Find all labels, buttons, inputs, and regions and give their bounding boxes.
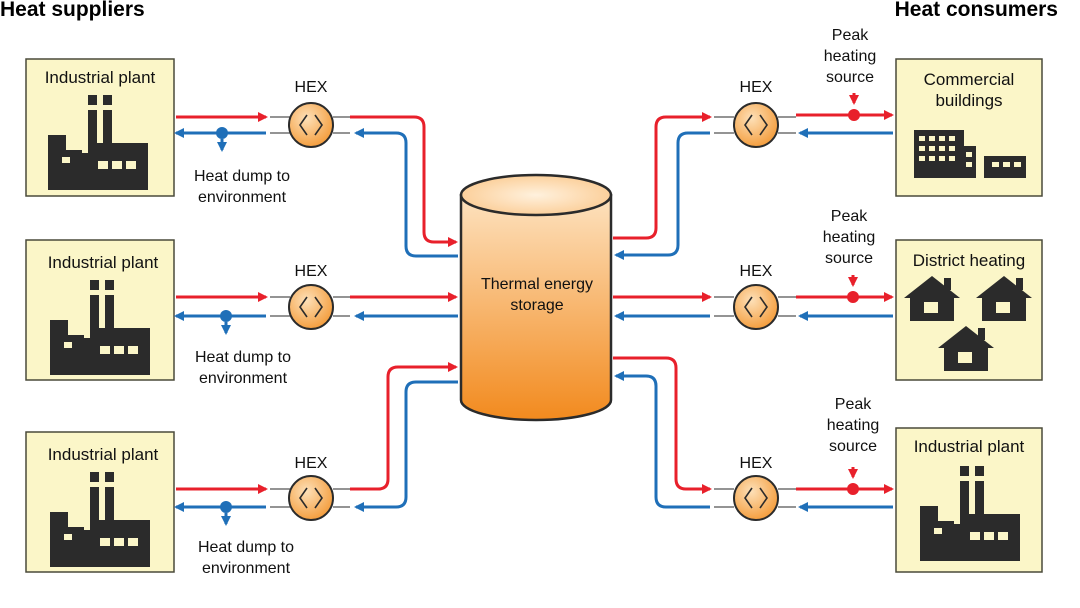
hex-4-label: HEX — [740, 79, 773, 96]
heat-exchanger-icon — [288, 102, 334, 148]
hex-6-to-storage-cold — [614, 371, 710, 509]
consumer-2: District heating — [895, 239, 1043, 381]
hex-2-label: HEX — [295, 263, 328, 280]
hex-1-to-storage-hot — [350, 115, 458, 247]
hex-6: HEX — [733, 455, 779, 521]
peak-source-1-line3: source — [826, 69, 874, 86]
thermal-energy-storage: Thermal energy storage — [459, 173, 613, 422]
supplier-2: Industrial plant — [25, 239, 175, 381]
storage-to-hex-4-hot — [613, 112, 712, 240]
supplier-3: Industrial plant — [25, 431, 175, 573]
storage-label-line1: Thermal energy — [481, 276, 593, 293]
consumer-3: Industrial plant — [895, 427, 1043, 573]
peak-source-2-line2: heating — [823, 229, 876, 246]
consumer-1-label-line1: Commercial — [924, 70, 1015, 89]
peak-source-1-line1: Peak — [832, 27, 869, 44]
peak-source-2-line1: Peak — [831, 208, 868, 225]
hex-4-to-storage-cold — [614, 131, 710, 260]
supplier-1-label: Industrial plant — [45, 68, 156, 87]
supplier-2-label: Industrial plant — [48, 253, 159, 272]
supplier-1: Industrial plant — [25, 58, 175, 197]
peak-source-2-line3: source — [825, 250, 873, 267]
peak-source-3-line3: source — [829, 438, 877, 455]
peak-source-3-line1: Peak — [835, 396, 872, 413]
heat-consumers-header: Heat consumers — [895, 0, 1058, 21]
hex-4: HEX — [733, 79, 779, 148]
peak-source-3-line2: heating — [827, 417, 880, 434]
hex-1-label: HEX — [295, 79, 328, 96]
consumer-1: Commercial buildings — [895, 58, 1043, 197]
heat-dump-2-line1: Heat dump to — [195, 349, 291, 366]
heat-exchanger-icon — [733, 284, 779, 330]
supplier-3-label: Industrial plant — [48, 445, 159, 464]
storage-to-hex-3-cold — [354, 380, 458, 512]
consumer-3-label: Industrial plant — [914, 437, 1025, 456]
hex-3: HEX — [288, 455, 334, 521]
hex-3-to-storage-hot — [350, 362, 458, 491]
peak-source-1-line2: heating — [824, 48, 877, 65]
heat-dump-3-line1: Heat dump to — [198, 539, 294, 556]
hex-5-label: HEX — [740, 263, 773, 280]
hex-2: HEX — [288, 263, 334, 330]
hex-3-label: HEX — [295, 455, 328, 472]
heat-dump-1-line2: environment — [198, 189, 287, 206]
storage-to-hex-1-cold — [354, 128, 458, 258]
heat-exchanger-icon — [733, 475, 779, 521]
heat-dump-2-line2: environment — [199, 370, 288, 387]
heat-suppliers-header: Heat suppliers — [0, 0, 145, 21]
hex-5: HEX — [733, 263, 779, 330]
consumer-1-label-line2: buildings — [935, 91, 1002, 110]
consumer-2-label: District heating — [913, 251, 1025, 270]
heat-exchanger-icon — [733, 102, 779, 148]
storage-label-line2: storage — [510, 297, 563, 314]
office-buildings-icon — [914, 130, 1026, 178]
storage-to-hex-6-hot — [613, 356, 712, 494]
heat-exchanger-icon — [288, 284, 334, 330]
hex-1: HEX — [288, 79, 334, 148]
hex-6-label: HEX — [740, 455, 773, 472]
heat-dump-1-line1: Heat dump to — [194, 168, 290, 185]
heat-dump-3-line2: environment — [202, 560, 291, 577]
heat-exchanger-icon — [288, 475, 334, 521]
